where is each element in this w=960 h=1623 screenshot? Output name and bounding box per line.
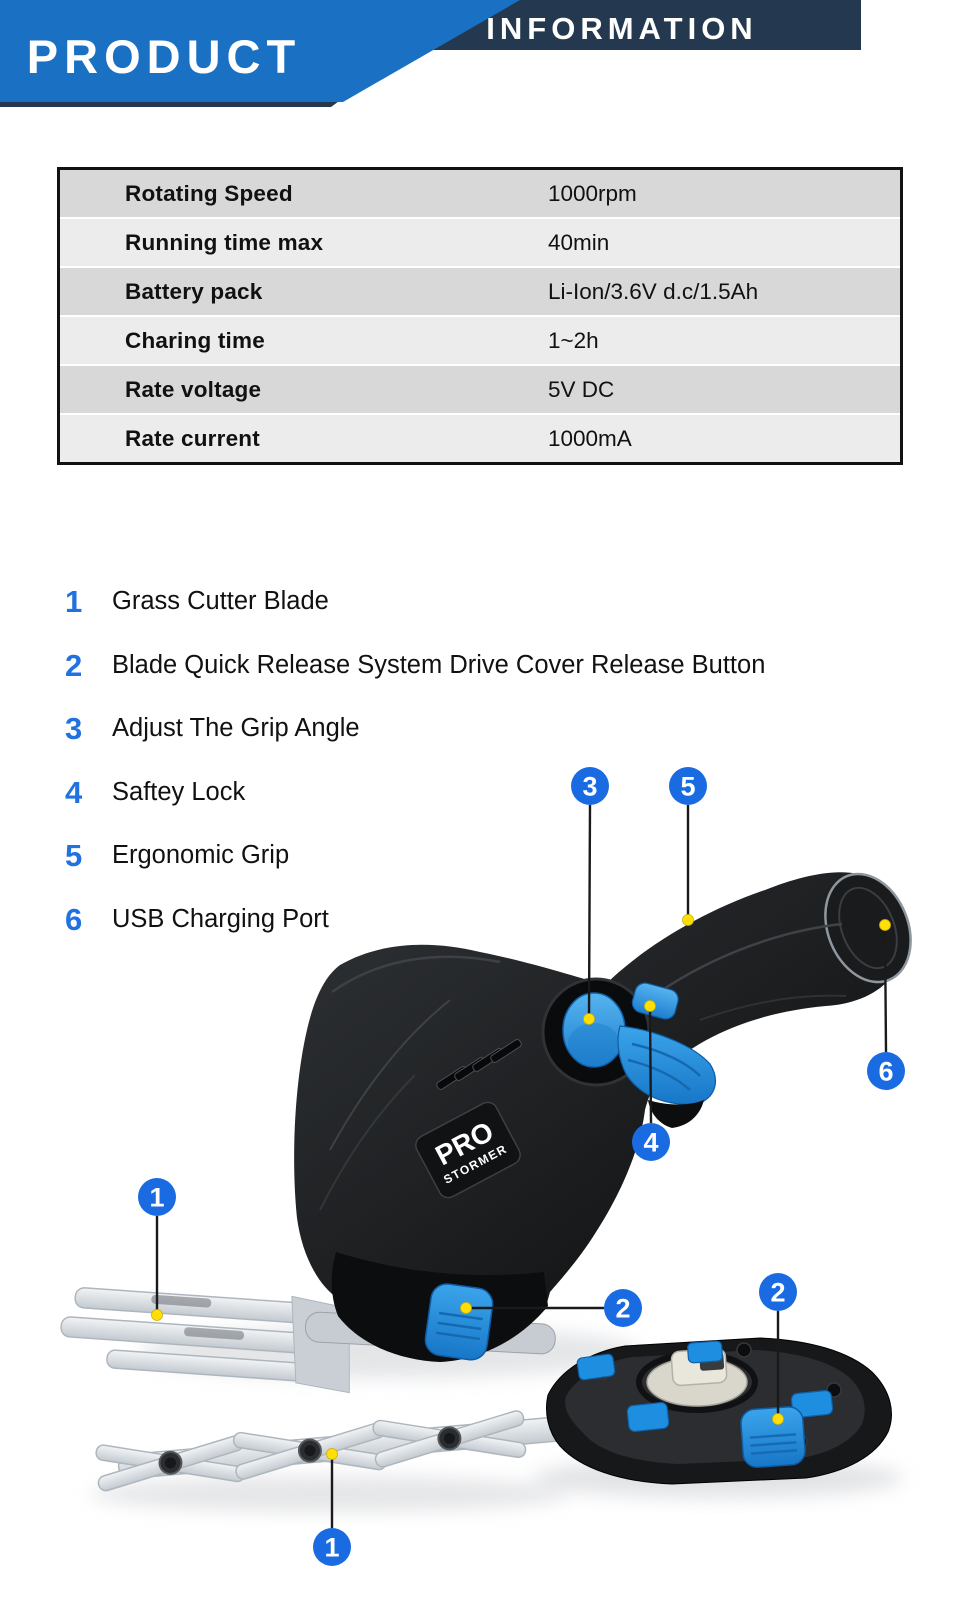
spec-value: 40min [548, 229, 610, 255]
feature-number: 6 [65, 901, 83, 937]
page-header: PRODUCT INFORMATION [0, 0, 861, 107]
callout-line [883, 927, 888, 1053]
trigger [617, 1025, 717, 1128]
spec-label: Rotating Speed [125, 180, 293, 206]
feature-number: 2 [65, 647, 83, 683]
blade-screws [158, 1426, 462, 1475]
product-ribbon [0, 0, 520, 102]
callout-number: 3 [582, 772, 597, 802]
callout-dot [644, 1000, 656, 1012]
callout-bubble [571, 767, 609, 805]
callout-dot [460, 1302, 472, 1314]
callout-bubble [759, 1273, 797, 1311]
feature-list: 1 Grass Cutter Blade 2 Blade Quick Release … [65, 570, 925, 951]
callout-bubble [632, 1123, 670, 1161]
feature-label: Blade Quick Release System Drive Cover R… [112, 650, 766, 679]
spec-row: Running time max 40min [60, 217, 900, 266]
feature-item: 1 Grass Cutter Blade [65, 570, 925, 634]
feature-item: 2 Blade Quick Release System Drive Cover … [65, 634, 925, 698]
spec-label: Charing time [125, 327, 265, 353]
grip-seam [647, 922, 843, 1002]
blade-release-button [424, 1283, 494, 1361]
spec-value: 1000rpm [548, 180, 637, 206]
vent-slits [436, 1039, 522, 1090]
callout-number: 1 [149, 1183, 164, 1213]
spec-label: Rate current [125, 425, 260, 451]
feature-item: 4 Saftey Lock [65, 761, 925, 825]
callout-dot [879, 919, 891, 931]
plate-blue-clips [576, 1340, 834, 1433]
callout-bubble [604, 1289, 642, 1327]
spec-row: Rate voltage 5V DC [60, 364, 900, 413]
hedge-trimmer-blade [95, 1410, 573, 1492]
usb-end-cap [824, 872, 912, 984]
feature-label: USB Charging Port [112, 904, 329, 933]
callout-line [587, 804, 592, 1017]
callout-layer: 3 5 6 4 1 2 2 1 [138, 767, 905, 1566]
feature-label: Saftey Lock [112, 777, 246, 806]
callout-dot [151, 1309, 163, 1321]
spec-row: Battery pack Li-Ion/3.6V d.c/1.5Ah [60, 266, 900, 315]
plate-release-latch [740, 1406, 806, 1468]
feature-number: 1 [65, 584, 83, 620]
spec-label: Battery pack [125, 278, 263, 304]
feature-number: 5 [65, 838, 83, 874]
safety-lock-button [631, 982, 679, 1020]
callout-bubble [669, 767, 707, 805]
callout-dot [772, 1413, 784, 1425]
callout-dot [682, 914, 694, 926]
drive-cover-plate [546, 1337, 892, 1485]
feature-label: Ergonomic Grip [112, 841, 290, 870]
spec-value: 1~2h [548, 327, 599, 353]
feature-label: Grass Cutter Blade [112, 587, 329, 616]
information-title: INFORMATION [486, 11, 757, 46]
feature-item: 3 Adjust The Grip Angle [65, 697, 925, 761]
feature-label: Adjust The Grip Angle [112, 714, 360, 743]
spec-value: 1000mA [548, 425, 632, 451]
callout-number: 6 [878, 1057, 893, 1087]
callout-number: 2 [615, 1294, 630, 1324]
callout-number: 1 [324, 1533, 339, 1563]
feature-number: 3 [65, 711, 83, 747]
spec-row: Rate current 1000mA [60, 413, 900, 462]
spec-row: Rotating Speed 1000rpm [60, 170, 900, 217]
spec-label: Rate voltage [125, 376, 262, 402]
callout-dot [583, 1013, 595, 1025]
spec-label: Running time max [125, 229, 324, 255]
feature-number: 4 [65, 774, 83, 810]
brand-logo: PRO STORMER [415, 1101, 521, 1199]
callout-dot [326, 1448, 338, 1460]
callout-number: 4 [643, 1128, 658, 1158]
callout-bubble [867, 1052, 905, 1090]
product-title: PRODUCT [27, 30, 301, 83]
spec-value: Li-Ion/3.6V d.c/1.5Ah [548, 278, 759, 304]
callout-number: 2 [770, 1278, 785, 1308]
callout-bubble [138, 1178, 176, 1216]
callout-bubble [313, 1528, 351, 1566]
tool-body: PRO STORMER [294, 872, 912, 1362]
spec-value: 5V DC [548, 376, 615, 402]
spec-row: Charing time 1~2h [60, 315, 900, 364]
feature-item: 6 USB Charging Port [65, 888, 925, 952]
feature-item: 5 Ergonomic Grip [65, 824, 925, 888]
callout-line [648, 1009, 653, 1124]
callout-number: 5 [680, 772, 695, 802]
